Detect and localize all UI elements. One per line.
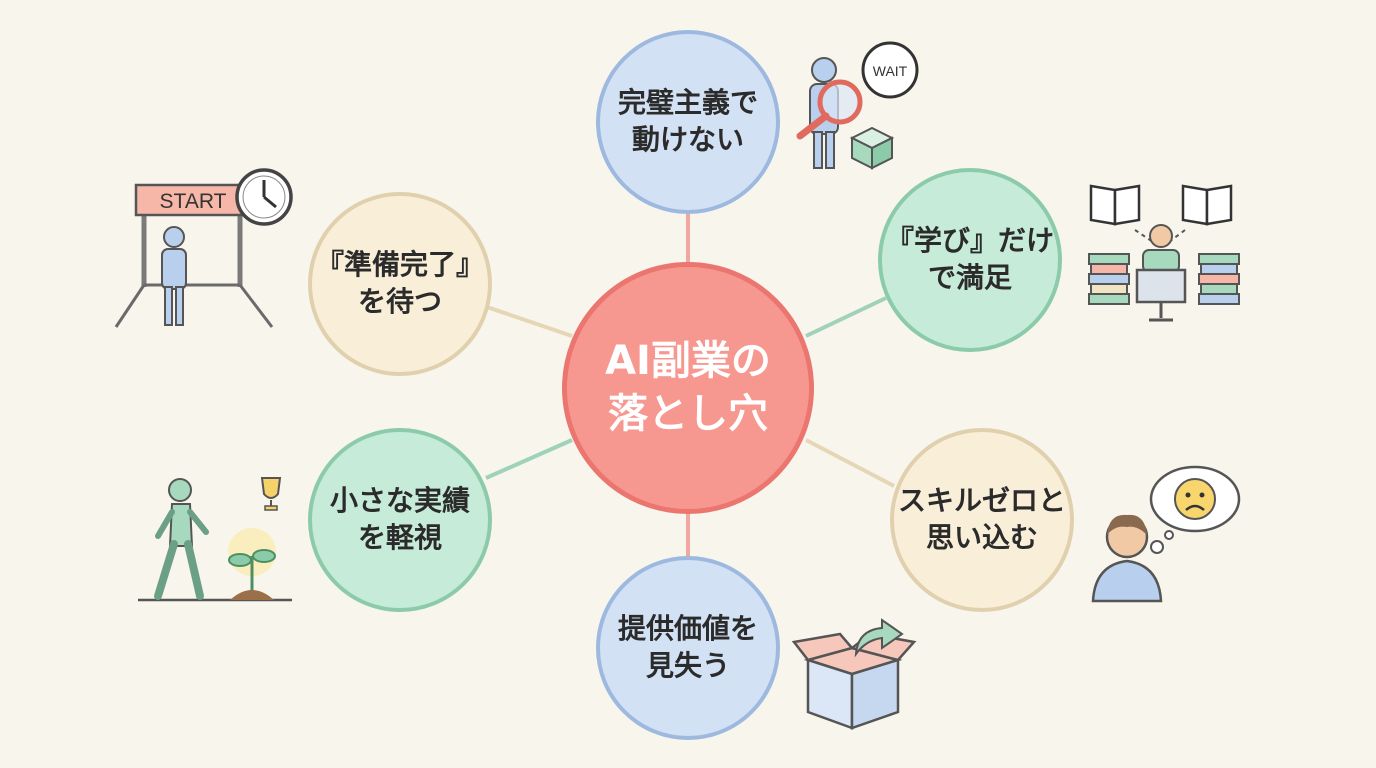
start-label: START (160, 190, 227, 213)
node-small-achievements: 小さな実績 を軽視 (308, 428, 492, 612)
center-line1: AI副業の (605, 338, 771, 385)
node-learning-only-line2: で満足 (927, 261, 1012, 294)
open-book-right (1181, 184, 1233, 226)
wait-label: WAIT (873, 63, 908, 79)
book-stack-left (1088, 253, 1130, 305)
node-lose-value-line2: 見失う (645, 649, 730, 682)
walking-sprout-trophy-icon (138, 477, 292, 602)
node-small-achievements-line2: を軽視 (357, 521, 442, 554)
person-figure (161, 226, 187, 326)
center-node: AI副業の 落とし穴 (562, 262, 814, 514)
arrow-icon (854, 618, 904, 658)
magnifier-icon (796, 79, 863, 140)
worried-person-icon (1091, 465, 1241, 603)
perfectionist-magnifier-icon: WAIT (796, 41, 919, 170)
node-perfectionism-line1: 完璧主義で (617, 86, 758, 120)
trophy-icon (260, 477, 282, 511)
connector-top-left (483, 304, 573, 338)
node-wait-ready-line2: を待つ (357, 285, 442, 318)
wait-bubble: WAIT (861, 41, 919, 99)
book-stack-right (1198, 253, 1240, 305)
node-zero-skill-line2: 思い込む (925, 521, 1038, 554)
study-books-computer-icon (1088, 184, 1240, 322)
connector-bottom-right (805, 438, 895, 488)
node-lose-value-line1: 提供価値を (617, 612, 758, 646)
node-learning-only: 『学び』だけ で満足 (878, 168, 1062, 352)
node-zero-skill-line1: スキルゼロと (897, 484, 1066, 518)
sprout-icon (228, 528, 276, 600)
node-learning-only-line1: 『学び』だけ (885, 224, 1054, 258)
connector-top-right (805, 296, 887, 338)
node-wait-ready-line1: 『準備完了』 (315, 248, 484, 282)
open-book-left (1089, 184, 1141, 226)
sad-face-icon (1174, 478, 1216, 520)
open-box-icon (791, 618, 917, 730)
clock-icon (235, 168, 293, 226)
node-perfectionism-line2: 動けない (631, 123, 744, 156)
node-wait-ready: 『準備完了』 を待つ (308, 192, 492, 376)
node-perfectionism: 完璧主義で 動けない (596, 30, 780, 214)
cube-icon (849, 126, 895, 170)
node-lose-value: 提供価値を 見失う (596, 556, 780, 740)
start-sign (134, 183, 252, 217)
node-small-achievements-line1: 小さな実績 (329, 484, 470, 518)
center-line2: 落とし穴 (608, 391, 768, 437)
connector-bottom-left (485, 438, 573, 480)
node-zero-skill: スキルゼロと 思い込む (890, 428, 1074, 612)
start-gate-clock-icon: START (114, 168, 293, 328)
